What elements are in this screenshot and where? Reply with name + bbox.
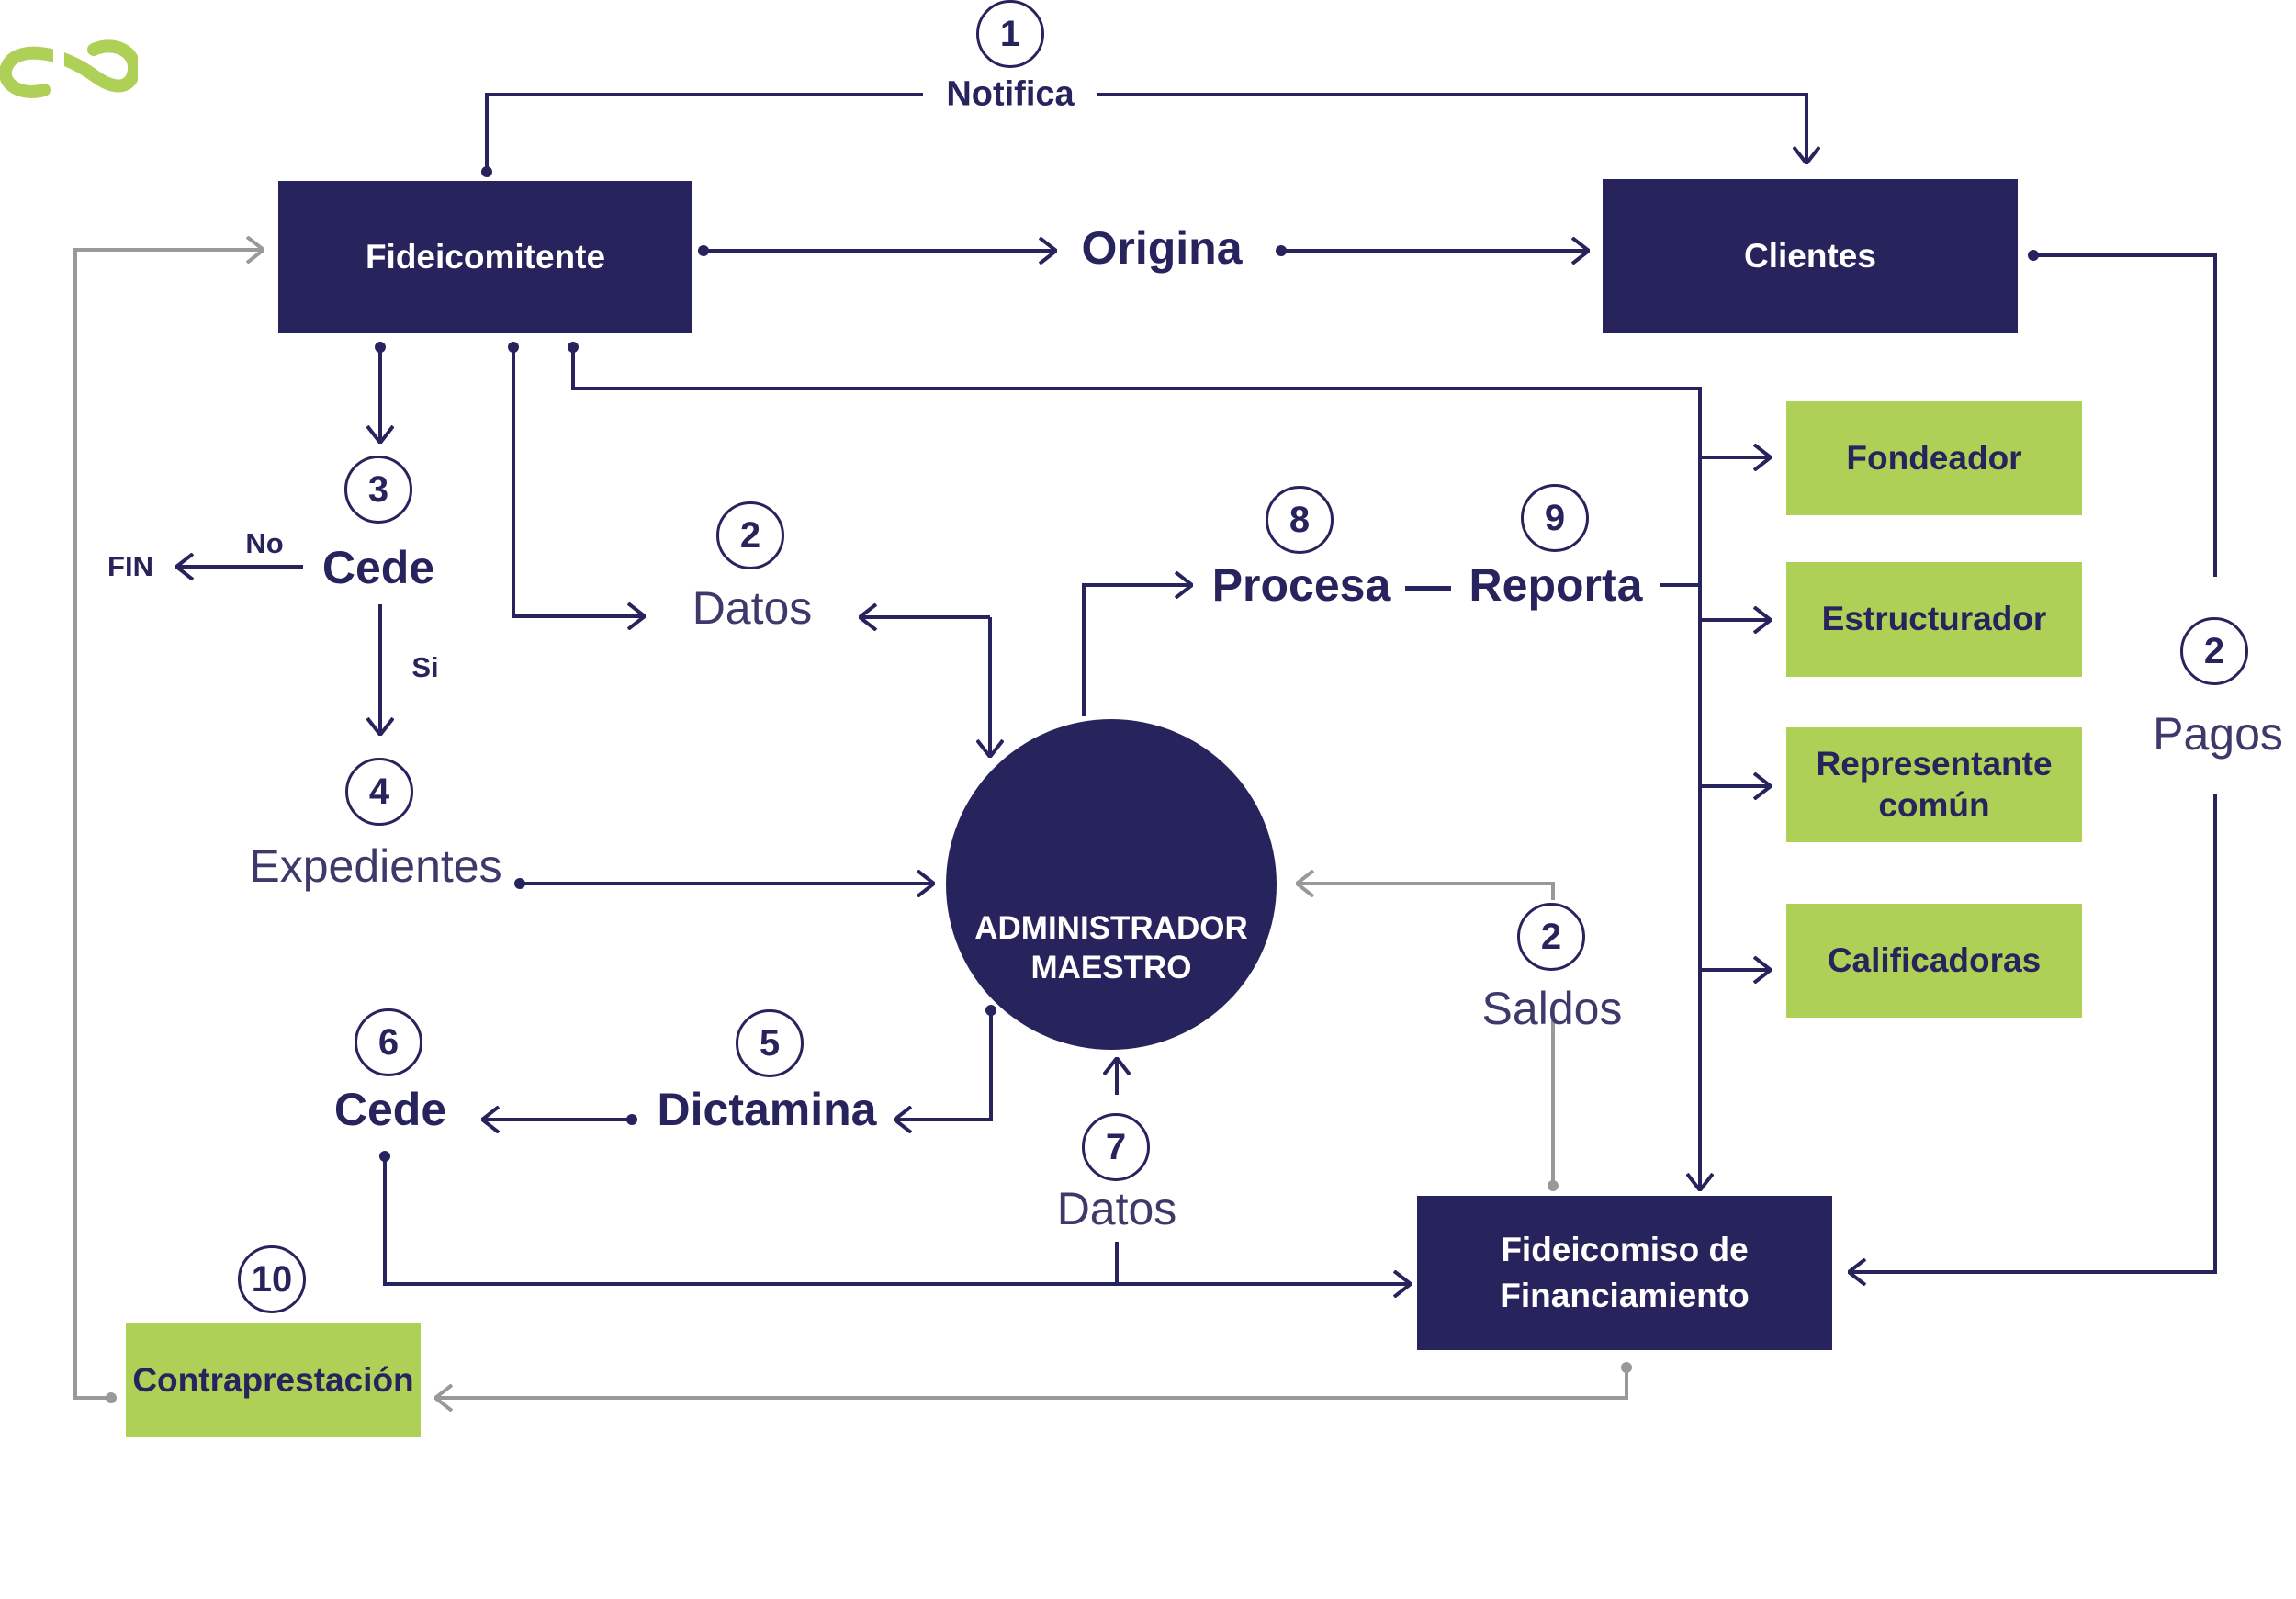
administrador-to-procesa-line xyxy=(1082,585,1192,716)
representante-box: Representante común xyxy=(1786,727,2082,842)
dictamina-label: Dictamina xyxy=(657,1084,877,1135)
fideicomiso-box: Fideicomiso de Financiamiento xyxy=(1417,1196,1832,1350)
step-8-circle: 8 xyxy=(1266,486,1334,554)
dash-separator: — xyxy=(1405,559,1451,611)
step-4-circle: 4 xyxy=(345,758,413,826)
clientes-to-pagos-line xyxy=(2033,253,2217,577)
calificadoras-label: Calificadoras xyxy=(1827,940,2042,979)
step-2-saldos-number: 2 xyxy=(1540,916,1562,957)
fideicomiso-label-line1: Fideicomiso de xyxy=(1501,1230,1749,1268)
si-label: Si xyxy=(411,651,439,683)
datos-top-label: Datos xyxy=(692,582,813,634)
datos-bottom-label: Datos xyxy=(1056,1183,1177,1234)
step-10-number: 10 xyxy=(251,1258,293,1300)
expedientes-label: Expedientes xyxy=(249,840,502,892)
step-4-number: 4 xyxy=(368,771,390,812)
step-9-circle: 9 xyxy=(1521,484,1589,552)
representante-label-line1: Representante xyxy=(1816,745,2053,783)
step-7-circle: 7 xyxy=(1082,1113,1150,1181)
cede-to-fideicomiso-line xyxy=(383,1156,1411,1284)
step-5-circle: 5 xyxy=(736,1009,804,1077)
cede-top-label: Cede xyxy=(321,542,435,593)
step-1-number: 1 xyxy=(999,13,1021,54)
pagos-to-fideicomiso-line xyxy=(1849,794,2217,1272)
fideicomiso-to-contraprestacion-line xyxy=(435,1368,1628,1398)
notifica-label: Notifica xyxy=(946,74,1075,114)
step-8-number: 8 xyxy=(1289,499,1311,540)
step-2-pagos-circle: 2 xyxy=(2180,617,2248,685)
step-7-number: 7 xyxy=(1105,1126,1127,1167)
administrador-label-line2: MAESTRO xyxy=(1030,949,1192,985)
step-3-number: 3 xyxy=(367,468,389,510)
step-2-datos-circle: 2 xyxy=(716,501,784,569)
step-1-circle: 1 xyxy=(976,0,1044,68)
pagos-label: Pagos xyxy=(2153,708,2283,760)
fideicomitente-label: Fideicomitente xyxy=(365,237,606,276)
estructurador-label: Estructurador xyxy=(1821,600,2047,638)
contraprestacion-label: Contraprestación xyxy=(132,1360,414,1399)
step-6-number: 6 xyxy=(377,1021,400,1063)
connector-dots xyxy=(375,166,2039,1162)
reporta-label: Reporta xyxy=(1469,559,1643,611)
origina-label: Origina xyxy=(1081,222,1243,274)
saldos-label: Saldos xyxy=(1481,983,1623,1034)
contraprestacion-box: Contraprestación xyxy=(126,1323,421,1437)
step-9-number: 9 xyxy=(1544,497,1566,538)
administrador-maestro-logo-icon xyxy=(0,4,138,119)
notifica-line-left xyxy=(485,93,923,172)
fideicomiso-label-line2: Financiamiento xyxy=(1500,1277,1750,1314)
fondeador-box: Fondeador xyxy=(1786,401,2082,515)
step-10-circle: 10 xyxy=(238,1245,306,1313)
fideicomitente-box: Fideicomitente xyxy=(278,181,692,333)
administrador-to-dictamina-line xyxy=(895,1010,993,1120)
no-label: No xyxy=(245,527,284,559)
contraprestacion-to-fideicomitente-line xyxy=(73,250,264,1400)
step-5-number: 5 xyxy=(759,1022,781,1064)
representante-label-line2: común xyxy=(1878,785,1990,824)
fondeador-label: Fondeador xyxy=(1846,438,2022,477)
calificadoras-box: Calificadoras xyxy=(1786,904,2082,1018)
cede-bottom-label: Cede xyxy=(333,1084,447,1135)
clientes-box: Clientes xyxy=(1603,179,2018,333)
estructurador-box: Estructurador xyxy=(1786,562,2082,677)
fideicomitente-bus-line xyxy=(571,347,1700,1190)
fin-label: FIN xyxy=(107,550,153,582)
fideicomitente-to-datos-line xyxy=(512,347,645,616)
administrador-maestro-circle xyxy=(946,719,1277,1050)
step-2-saldos-circle: 2 xyxy=(1517,903,1585,971)
step-2-number: 2 xyxy=(739,514,761,556)
step-3-circle: 3 xyxy=(344,456,412,524)
administrador-label-line1: ADMINISTRADOR xyxy=(974,910,1248,946)
procesa-label: Procesa xyxy=(1211,559,1391,611)
notifica-line-right xyxy=(1097,93,1806,163)
administrador-maestro-label: ADMINISTRADOR MAESTRO xyxy=(946,909,1277,987)
saldos-to-administrador-line xyxy=(1297,884,1555,900)
step-2-pagos-number: 2 xyxy=(2203,630,2225,671)
step-6-circle: 6 xyxy=(355,1008,422,1076)
clientes-label: Clientes xyxy=(1744,236,1876,275)
